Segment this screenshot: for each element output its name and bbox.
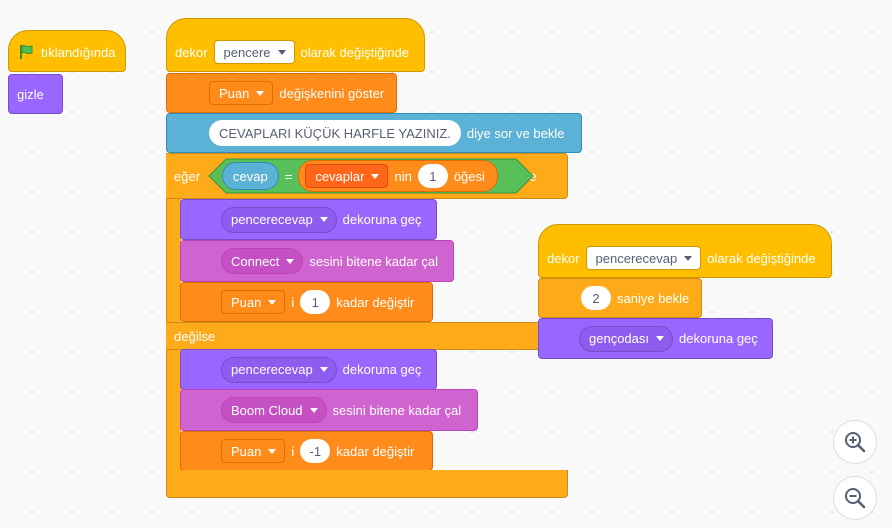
when-flag-clicked-block[interactable]: tıklandığında xyxy=(8,30,126,72)
switch-label: dekoruna geç xyxy=(679,331,758,346)
play-sound-label: sesini bitene kadar çal xyxy=(332,402,462,418)
change-amount-input[interactable]: 1 xyxy=(300,290,331,314)
hide-label: gizle xyxy=(17,86,44,102)
chevron-down-icon xyxy=(371,173,380,179)
zoom-in-icon xyxy=(843,430,867,454)
equals-operator: = xyxy=(284,168,293,184)
flag-hat-label: tıklandığında xyxy=(41,44,116,60)
chevron-down-icon xyxy=(319,367,328,372)
change-variable-block-else[interactable]: Puan i -1 kadar değiştir xyxy=(180,431,433,471)
green-flag-icon xyxy=(17,43,35,61)
zoom-out-icon xyxy=(843,486,867,510)
chevron-down-icon xyxy=(268,448,277,454)
play-sound-block-else[interactable]: Boom Cloud sesini bitene kadar çal xyxy=(180,389,478,431)
zoom-out-button[interactable] xyxy=(833,476,877,520)
chevron-down-icon xyxy=(656,336,664,341)
switch-label: dekoruna geç xyxy=(342,362,422,377)
play-sound-label: sesini bitene kadar çal xyxy=(309,253,439,269)
zoom-in-button[interactable] xyxy=(833,420,877,464)
answer-reporter[interactable]: cevap xyxy=(222,162,279,190)
ask-label: diye sor ve bekle xyxy=(466,125,565,141)
item-index-input[interactable]: 1 xyxy=(417,164,448,188)
hat-suffix: olarak değiştiğinde xyxy=(300,44,409,60)
switch-label: dekoruna geç xyxy=(342,212,422,227)
ask-and-wait-block[interactable]: CEVAPLARI KÜÇÜK HARFLE YAZINIZ. diye sor… xyxy=(166,113,582,153)
i-label: i xyxy=(291,443,295,459)
backdrop-dropdown[interactable]: pencere xyxy=(213,40,295,64)
backdrop-menu-value: pencerecevap xyxy=(231,362,313,377)
if-else-block[interactable]: eğer cevap = cevaplar nin 1 öğesi ise xyxy=(166,153,568,199)
chevron-down-icon xyxy=(309,407,318,413)
wait-block[interactable]: 2 saniye bekle xyxy=(538,278,702,318)
chevron-down-icon xyxy=(268,299,277,305)
change-variable-block-then[interactable]: Puan i 1 kadar değiştir xyxy=(180,282,433,322)
show-var-label: değişkenini göster xyxy=(279,85,385,101)
ask-text-input[interactable]: CEVAPLARI KÜÇÜK HARFLE YAZINIZ. xyxy=(209,120,461,146)
hat-suffix: olarak değiştiğinde xyxy=(707,250,816,266)
equals-condition[interactable]: cevap = cevaplar nin 1 öğesi xyxy=(208,158,534,194)
if-else-bottom-bar xyxy=(166,470,568,498)
switch-backdrop-block-2[interactable]: gençodası dekoruna geç xyxy=(538,318,773,359)
change-label: kadar değiştir xyxy=(336,443,415,459)
switch-backdrop-block-else[interactable]: pencerecevap dekoruna geç xyxy=(180,349,437,390)
when-backdrop-switches-block-2[interactable]: dekor pencerecevap olarak değiştiğinde xyxy=(538,224,832,278)
backdrop-dropdown[interactable]: pencerecevap xyxy=(585,246,702,270)
change-label: kadar değiştir xyxy=(336,294,415,310)
list-dropdown[interactable]: cevaplar xyxy=(305,164,389,188)
sound-menu-value: Boom Cloud xyxy=(231,402,303,418)
backdrop-dropdown-value: pencere xyxy=(223,44,271,60)
variable-dropdown[interactable]: Puan xyxy=(221,439,286,463)
list-dropdown-value: cevaplar xyxy=(315,168,365,184)
backdrop-menu-value: gençodası xyxy=(589,331,649,346)
variable-dropdown-value: Puan xyxy=(219,85,250,101)
wait-label: saniye bekle xyxy=(617,290,690,306)
variable-dropdown[interactable]: Puan xyxy=(209,81,274,105)
ogesi-label: öğesi xyxy=(453,168,485,184)
sound-menu[interactable]: Boom Cloud xyxy=(221,397,327,423)
chevron-down-icon xyxy=(277,49,286,55)
chevron-down-icon xyxy=(319,217,328,222)
change-amount-input[interactable]: -1 xyxy=(300,439,331,463)
play-sound-block-then[interactable]: Connect sesini bitene kadar çal xyxy=(180,240,454,282)
variable-dropdown-value: Puan xyxy=(231,294,262,310)
backdrop-dropdown-value: pencerecevap xyxy=(595,250,678,266)
backdrop-menu[interactable]: gençodası xyxy=(579,325,673,352)
if-label: eğer xyxy=(174,168,201,184)
nin-label: nin xyxy=(394,168,412,184)
i-label: i xyxy=(291,294,295,310)
backdrop-menu[interactable]: pencerecevap xyxy=(221,206,337,233)
when-backdrop-switches-block[interactable]: dekor pencere olarak değiştiğinde xyxy=(166,18,425,72)
backdrop-menu[interactable]: pencerecevap xyxy=(221,356,337,383)
wait-seconds-input[interactable]: 2 xyxy=(581,286,611,310)
sound-menu-value: Connect xyxy=(231,253,280,269)
chevron-down-icon xyxy=(286,258,295,264)
sound-menu[interactable]: Connect xyxy=(221,248,304,274)
switch-backdrop-block-then[interactable]: pencerecevap dekoruna geç xyxy=(180,199,437,240)
variable-dropdown[interactable]: Puan xyxy=(221,290,286,314)
hide-block[interactable]: gizle xyxy=(8,74,63,114)
hat-prefix: dekor xyxy=(175,44,208,60)
backdrop-menu-value: pencerecevap xyxy=(231,212,313,227)
hat-prefix: dekor xyxy=(547,250,580,266)
else-bar: değilse xyxy=(166,322,568,350)
show-variable-block[interactable]: Puan değişkenini göster xyxy=(166,73,397,113)
item-of-list-reporter[interactable]: cevaplar nin 1 öğesi xyxy=(298,160,498,192)
else-label: değilse xyxy=(174,328,216,344)
chevron-down-icon xyxy=(684,255,693,261)
variable-dropdown-value: Puan xyxy=(231,443,262,459)
chevron-down-icon xyxy=(256,90,265,96)
